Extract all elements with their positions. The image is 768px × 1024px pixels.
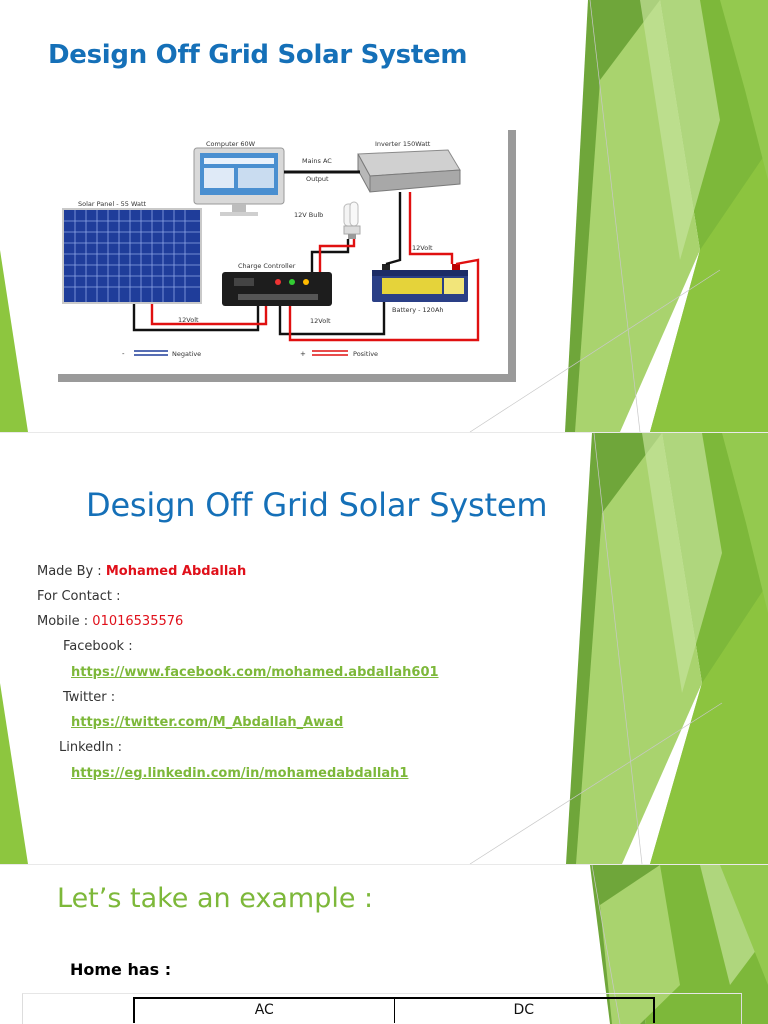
linkedin-label: LinkedIn : xyxy=(59,740,122,755)
battery-image xyxy=(372,264,468,302)
ac-dc-table-header: AC DC xyxy=(133,997,655,1023)
slide-3: Let’s take an example : Home has : AC DC xyxy=(0,865,768,1024)
bulb-label: 12V Bulb xyxy=(294,211,323,219)
negative-label: Negative xyxy=(172,350,201,358)
slide-1: Design Off Grid Solar System Solar Panel… xyxy=(0,0,768,432)
home-has-label: Home has : xyxy=(70,960,172,979)
table-header-dc: DC xyxy=(393,999,654,1023)
slide-1-title: Design Off Grid Solar System xyxy=(48,40,468,70)
volt-label-1: 12Volt xyxy=(178,316,199,324)
panel-label: Solar Panel - 55 Watt xyxy=(78,200,147,208)
sheet-grid xyxy=(22,993,742,1024)
slide-2-title: Design Off Grid Solar System xyxy=(86,486,548,524)
solar-system-diagram: Solar Panel - 55 Watt Computer 60W Inver… xyxy=(52,124,516,382)
plus-sign: + xyxy=(300,350,306,358)
computer-label: Computer 60W xyxy=(206,140,256,148)
inverter-image xyxy=(357,149,461,193)
solar-panel-image xyxy=(62,208,202,304)
slide-3-title: Let’s take an example : xyxy=(57,883,374,914)
minus-sign: - xyxy=(122,350,125,358)
volt-label-3: 12Volt xyxy=(412,244,433,252)
twitter-label: Twitter : xyxy=(63,690,116,705)
facebook-link[interactable]: https://www.facebook.com/mohamed.abdalla… xyxy=(71,665,439,680)
inverter-label: Inverter 150Watt xyxy=(375,140,431,148)
mobile-label: Mobile : xyxy=(37,614,93,629)
facebook-label: Facebook : xyxy=(63,639,133,654)
mobile-line: Mobile : 01016535576 xyxy=(37,614,183,629)
battery-label: Battery - 120Ah xyxy=(392,306,444,314)
output-label: Output xyxy=(306,175,329,183)
slide-2: Design Off Grid Solar System Made By : M… xyxy=(0,433,768,864)
table-header-ac: AC xyxy=(254,1002,274,1018)
positive-label: Positive xyxy=(353,350,378,358)
volt-label-2: 12Volt xyxy=(310,317,331,325)
bulb-image xyxy=(343,201,361,239)
made-by-label: Made By : xyxy=(37,564,106,579)
linkedin-link[interactable]: https://eg.linkedin.com/in/mohamedabdall… xyxy=(71,766,409,781)
made-by-line: Made By : Mohamed Abdallah xyxy=(37,564,246,579)
controller-label: Charge Controller xyxy=(238,262,296,270)
charge-controller-image xyxy=(222,272,332,306)
mains-ac-label: Mains AC xyxy=(302,157,332,165)
twitter-link[interactable]: https://twitter.com/M_Abdallah_Awad xyxy=(71,715,344,730)
author-name: Mohamed Abdallah xyxy=(105,564,247,579)
mobile-number: 01016535576 xyxy=(92,614,184,629)
computer-image xyxy=(193,147,285,216)
contact-label: For Contact : xyxy=(37,589,121,604)
